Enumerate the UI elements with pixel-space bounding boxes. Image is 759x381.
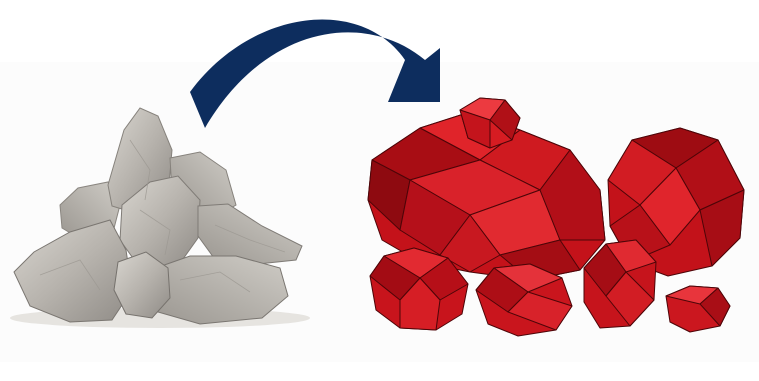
curved-arrow-right-icon — [190, 19, 440, 128]
rock-front-right — [150, 256, 288, 324]
polyhedron-bottom-right-a — [584, 240, 656, 328]
rock-front-left — [14, 220, 132, 322]
rock-right-flat — [198, 204, 302, 264]
polyhedra-models — [368, 98, 744, 336]
polyhedron-bottom-right-b — [666, 286, 730, 332]
rock-pile-photo — [10, 108, 310, 328]
